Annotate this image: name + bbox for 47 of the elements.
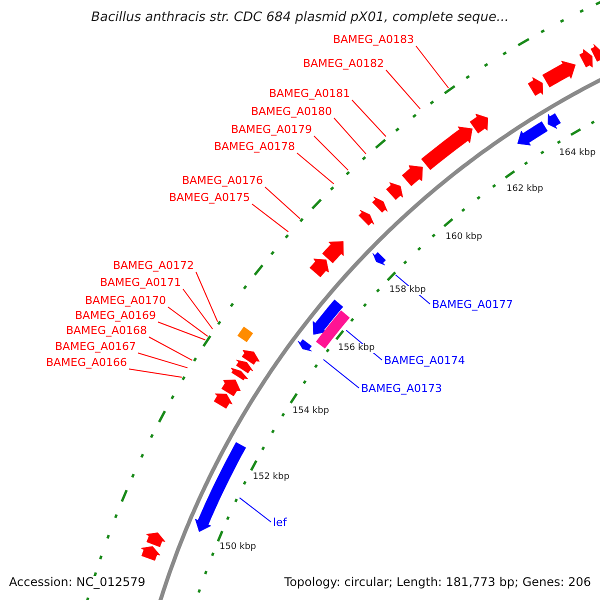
scale-label: 158 kbp <box>389 286 426 295</box>
scale-label: 160 kbp <box>446 232 482 242</box>
leader-line <box>196 272 218 322</box>
gene-label: BAMEG_A0168 <box>66 325 147 336</box>
accession-text: Accession: NC_012579 <box>9 576 146 588</box>
leader-line <box>264 186 301 220</box>
gene-label: BAMEG_A0175 <box>168 192 250 203</box>
leader-line <box>352 100 386 137</box>
leader-line <box>148 336 193 361</box>
gene-label: BAMEG_A0176 <box>182 175 263 186</box>
gene-label: BAMEG_A0177 <box>432 299 514 310</box>
scale-label: 164 kbp <box>559 149 596 158</box>
leader-line <box>296 152 334 184</box>
leader-line <box>252 204 289 232</box>
genome-info-text: Topology: circular; Length: 181,773 bp; Genes: 206 <box>284 576 591 588</box>
leader-line <box>239 497 272 522</box>
leader-line <box>334 118 366 154</box>
gene-label: BAMEG_A0171 <box>100 277 181 288</box>
map-title: Bacillus anthracis str. CDC 684 plasmid pX01, complete seque... <box>90 11 510 24</box>
leader-line <box>416 46 449 88</box>
leader-line <box>128 368 182 378</box>
gene-label: BAMEG_A0182 <box>302 58 384 69</box>
gene-label: BAMEG_A0166 <box>46 357 127 368</box>
leader-line <box>158 322 206 340</box>
gene-label: BAMEG_A0174 <box>384 355 466 366</box>
scale-label: 154 kbp <box>292 406 330 416</box>
leader-line <box>168 306 208 337</box>
scale-label: 150 kbp <box>219 543 256 552</box>
leader-line <box>138 352 188 368</box>
gene-label: lef <box>273 517 287 528</box>
leader-line <box>314 136 349 171</box>
gene-label: BAMEG_A0172 <box>112 260 194 271</box>
gene-label: BAMEG_A0169 <box>74 310 156 321</box>
scale-label: 162 kbp <box>506 184 544 194</box>
gene-label: BAMEG_A0167 <box>54 341 136 352</box>
gene-label: BAMEG_A0183 <box>332 34 414 45</box>
gene-label: BAMEG_A0179 <box>230 124 312 135</box>
leader-line <box>322 359 360 388</box>
gene-label: BAMEG_A0178 <box>214 141 295 152</box>
gene-label: BAMEG_A0180 <box>250 106 332 117</box>
scale-label: 152 kbp <box>252 473 290 482</box>
leader-line <box>182 288 214 330</box>
gene-label: BAMEG_A0173 <box>361 383 442 394</box>
leader-line <box>386 70 421 110</box>
gene-label: BAMEG_A0181 <box>268 88 350 99</box>
scale-label: 156 kbp <box>338 344 375 354</box>
gene-label: BAMEG_A0170 <box>84 295 166 306</box>
